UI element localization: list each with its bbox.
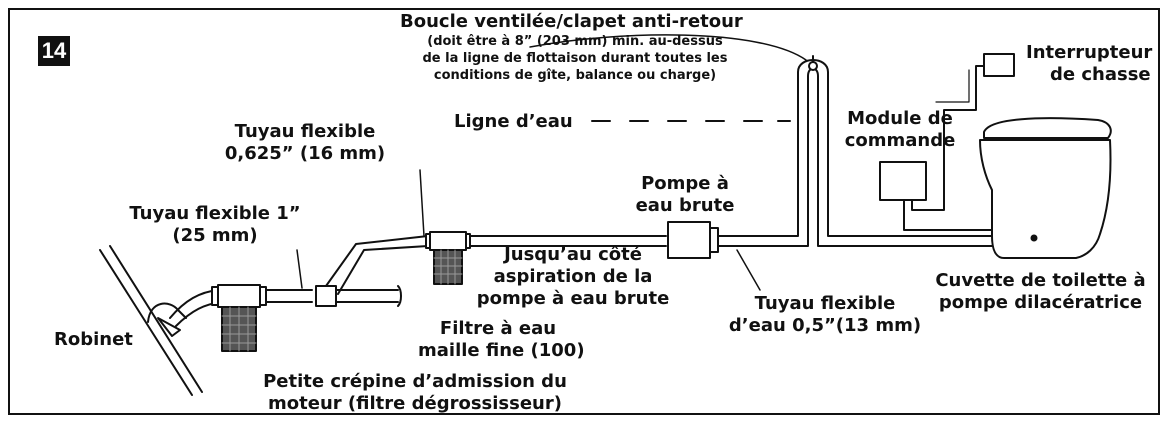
coarse-strainer-icon <box>211 284 267 352</box>
hose-1in-label-1: Tuyau flexible 1” <box>129 203 301 224</box>
suction-label-2: aspiration de la <box>493 266 653 287</box>
pump-label-1: Pompe à <box>641 173 729 194</box>
hose-625-label-1: Tuyau flexible <box>234 121 376 142</box>
hose-05-label-2: d’eau 0,5”(13 mm) <box>728 315 922 336</box>
vented-loop-note-3: conditions de gîte, balance ou charge) <box>433 68 717 83</box>
control-module-icon <box>879 65 995 231</box>
waterline-label: Ligne d’eau <box>454 111 573 132</box>
fine-filter-label-1: Filtre à eau <box>439 318 557 339</box>
figure-frame <box>8 8 1160 415</box>
suction-label-1: Jusqu’au côté <box>504 244 642 265</box>
coarse-strainer-label-1: Petite crépine d’admission du <box>263 371 567 392</box>
macerating-toilet-icon <box>979 117 1112 259</box>
control-module-label-2: commande <box>844 130 956 151</box>
toilet-bowl-label-2: pompe dilacératrice <box>938 292 1143 313</box>
vented-loop-note-2: de la ligne de flottaison durant toutes … <box>422 51 728 66</box>
raw-water-pump-icon <box>667 221 719 259</box>
hose-05in-icon <box>717 55 993 247</box>
seacock-valve-icon <box>99 245 203 396</box>
hose-05-label-1: Tuyau flexible <box>754 293 896 314</box>
suction-label-3: pompe à eau brute <box>476 288 670 309</box>
hose-to-pump-icon <box>469 235 667 247</box>
pump-label-2: eau brute <box>635 195 735 216</box>
hose-1in-label-2: (25 mm) <box>172 225 258 246</box>
hose-625-label-2: 0,625” (16 mm) <box>224 143 386 164</box>
coarse-strainer-label-2: moteur (filtre dégrossisseur) <box>268 393 562 414</box>
vented-loop-label: Boucle ventilée/clapet anti-retour <box>400 11 743 32</box>
seacock-label: Robinet <box>54 329 133 350</box>
fine-water-filter-icon <box>425 231 471 285</box>
flush-switch-icon <box>983 53 1015 77</box>
flush-switch-label-2: de chasse <box>1050 64 1151 85</box>
figure-number: 14 <box>38 36 70 66</box>
control-module-label-1: Module de <box>847 108 953 129</box>
vented-loop-note-1: (doit être à 8” (203 mm) min. au-dessus <box>427 34 723 49</box>
flush-switch-label-1: Interrupteur <box>1026 42 1153 63</box>
fine-filter-label-2: maille fine (100) <box>418 340 585 361</box>
toilet-bowl-label-1: Cuvette de toilette à <box>935 270 1146 291</box>
tee-fitting-icon <box>315 235 429 307</box>
